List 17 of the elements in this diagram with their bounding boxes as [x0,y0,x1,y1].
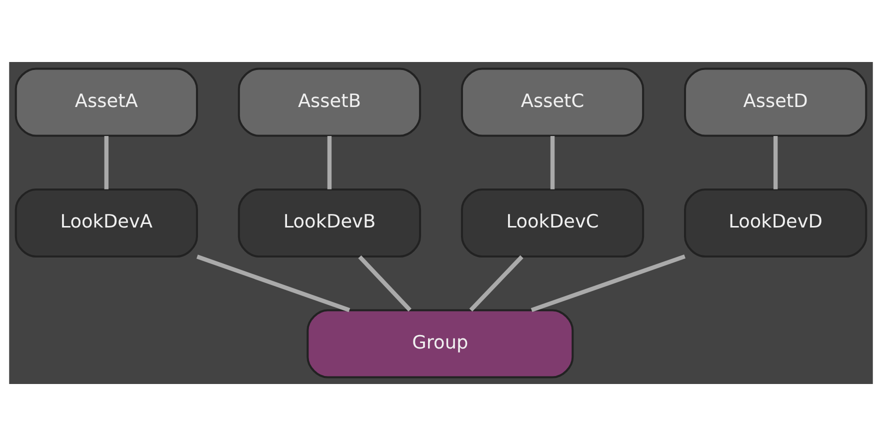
node-box: LookDevC [460,188,644,258]
node-box: AssetB [238,68,422,137]
connector [327,136,332,190]
connector [530,254,686,312]
node-box: AssetD [684,68,868,137]
connector [358,255,412,312]
connector [104,136,109,190]
node-box: LookDevA [14,188,198,258]
node-box: LookDevD [684,188,868,258]
connector [550,136,555,190]
connector [196,254,350,312]
connector [773,136,778,190]
node-box: AssetA [14,68,198,137]
node-box: Group [306,309,574,378]
node-box: LookDevB [238,188,422,258]
connector [469,255,524,312]
node-box: AssetC [460,68,644,137]
